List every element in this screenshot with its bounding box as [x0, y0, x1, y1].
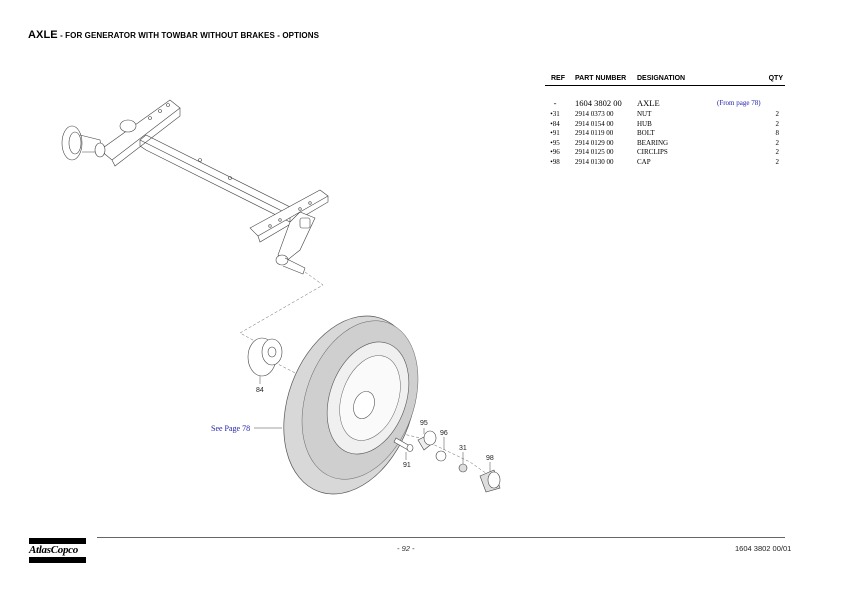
- see-page-link[interactable]: See Page 78: [211, 424, 250, 433]
- page-title-subtitle: - FOR GENERATOR WITH TOWBAR WITHOUT BRAK…: [57, 31, 320, 40]
- cell-qty: 8: [775, 129, 780, 137]
- table-row: •95 2914 0129 00 BEARING 2: [545, 139, 785, 149]
- parts-table-header: REF PART NUMBER DESIGNATION QTY: [545, 75, 785, 86]
- cell-part-number: 2914 0119 00: [575, 129, 614, 137]
- logo-text: AtlasCopco: [29, 544, 78, 556]
- cell-part-number: 1604 3802 00: [575, 98, 622, 108]
- cell-designation: CIRCLIPS: [637, 148, 668, 156]
- cell-part-number: 2914 0129 00: [575, 138, 614, 147]
- circlips-part: [435, 450, 447, 462]
- parts-table: REF PART NUMBER DESIGNATION QTY - 1604 3…: [545, 75, 785, 167]
- table-row-main: - 1604 3802 00 AXLE (From page 78): [545, 98, 785, 110]
- cell-ref: •96: [550, 148, 560, 156]
- from-page-link[interactable]: (From page 78): [717, 99, 761, 107]
- callout-leaders: [254, 376, 491, 472]
- table-row: •31 2914 0373 00 NUT 2: [545, 110, 785, 120]
- callout-91: 91: [403, 462, 411, 469]
- cell-qty: 2: [775, 110, 780, 118]
- wheel: [283, 315, 419, 495]
- page-title: AXLE - FOR GENERATOR WITH TOWBAR WITHOUT…: [28, 29, 319, 41]
- cell-designation: CAP: [637, 157, 651, 166]
- cell-part-number: 2914 0125 00: [575, 148, 614, 156]
- cell-designation: AXLE: [637, 98, 660, 108]
- cell-part-number: 2914 0154 00: [575, 119, 614, 128]
- cell-designation: NUT: [637, 110, 652, 118]
- table-row: •91 2914 0119 00 BOLT 8: [545, 129, 785, 139]
- column-header-part-number: PART NUMBER: [575, 75, 627, 82]
- nut-part: [458, 463, 468, 473]
- cell-qty: 2: [775, 148, 780, 156]
- atlas-copco-logo: AtlasCopco: [29, 538, 86, 563]
- cell-qty: 2: [775, 119, 780, 128]
- column-header-designation: DESIGNATION: [637, 75, 686, 82]
- document-number: 1604 3802 00/01: [735, 544, 792, 553]
- cell-designation: BEARING: [637, 138, 669, 147]
- callout-96: 96: [440, 430, 448, 437]
- footer-divider: [97, 537, 785, 538]
- cell-designation: HUB: [637, 119, 652, 128]
- cell-designation: BOLT: [637, 129, 655, 137]
- cell-qty: 2: [775, 138, 780, 147]
- callout-84: 84: [256, 387, 264, 394]
- column-header-ref: REF: [551, 75, 565, 82]
- cell-ref: -: [553, 98, 557, 108]
- callout-95: 95: [420, 420, 428, 427]
- cell-ref: •91: [550, 129, 560, 137]
- hub-part: [247, 337, 283, 377]
- table-row: •84 2914 0154 00 HUB 2: [545, 120, 785, 130]
- cell-ref: •98: [550, 157, 560, 166]
- callout-31: 31: [459, 445, 467, 452]
- page-number: - 92 -: [397, 544, 415, 553]
- cell-part-number: 2914 0373 00: [575, 110, 614, 118]
- column-header-qty: QTY: [768, 75, 783, 82]
- small-parts: [393, 430, 501, 493]
- cell-ref: •95: [550, 138, 560, 147]
- cell-ref: •31: [550, 110, 560, 118]
- page-title-main: AXLE: [28, 29, 58, 41]
- table-row: •98 2914 0130 00 CAP 2: [545, 158, 785, 168]
- cell-part-number: 2914 0130 00: [575, 157, 614, 166]
- axle-frame: [61, 99, 329, 275]
- cell-qty: 2: [775, 157, 780, 166]
- callout-98: 98: [486, 455, 494, 462]
- table-row: •96 2914 0125 00 CIRCLIPS 2: [545, 148, 785, 158]
- cell-ref: •84: [550, 119, 560, 128]
